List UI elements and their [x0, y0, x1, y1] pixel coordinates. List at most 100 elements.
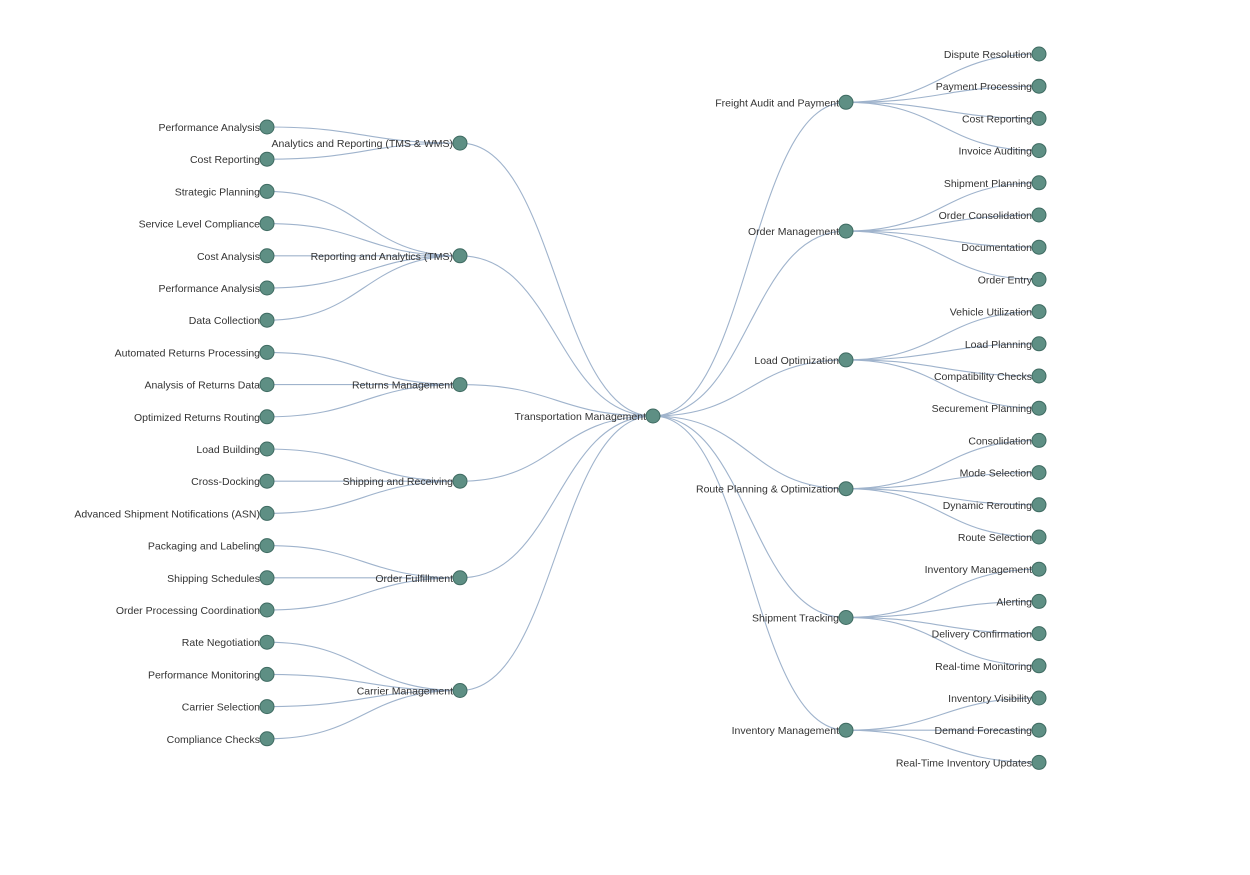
branch-node-freight-audit-and-payment-circle[interactable]	[838, 94, 854, 110]
branch-node-carrier-management-circle[interactable]	[452, 683, 468, 698]
leaf-node-strategic-planning[interactable]: Strategic Planning	[175, 183, 275, 199]
leaf-node-consolidation[interactable]: Consolidation	[968, 432, 1047, 448]
leaf-node-performance-monitoring-circle[interactable]	[259, 666, 275, 682]
branch-node-returns-management-circle[interactable]	[452, 377, 468, 393]
leaf-node-shipment-planning-circle[interactable]	[1031, 175, 1047, 191]
leaf-node-documentation-circle[interactable]	[1031, 239, 1047, 255]
leaf-node-data-collection-circle[interactable]	[259, 312, 275, 328]
leaf-node-rate-negotiation-circle[interactable]	[259, 634, 275, 650]
leaf-node-compliance-checks-circle[interactable]	[259, 731, 275, 747]
branch-node-route-planning-optimization[interactable]: Route Planning & Optimization	[696, 481, 854, 497]
leaf-node-real-time-monitoring-circle[interactable]	[1031, 658, 1047, 674]
leaf-node-analysis-of-returns-data-circle[interactable]	[259, 377, 275, 393]
leaf-node-delivery-confirmation[interactable]: Delivery Confirmation	[932, 626, 1047, 642]
root-node-circle[interactable]	[645, 408, 661, 424]
leaf-node-dispute-resolution[interactable]: Dispute Resolution	[944, 46, 1047, 62]
branch-node-shipment-tracking-circle[interactable]	[838, 610, 854, 625]
leaf-node-compatibility-checks[interactable]: Compatibility Checks	[934, 368, 1047, 384]
leaf-node-vehicle-utilization[interactable]: Vehicle Utilization	[950, 304, 1047, 320]
leaf-node-load-building-circle[interactable]	[259, 441, 275, 457]
leaf-node-invoice-auditing[interactable]: Invoice Auditing	[958, 143, 1047, 159]
leaf-node-service-level-compliance[interactable]: Service Level Compliance	[139, 216, 275, 232]
leaf-node-dynamic-rerouting[interactable]: Dynamic Rerouting	[943, 497, 1047, 513]
leaf-node-demand-forecasting[interactable]: Demand Forecasting	[935, 722, 1047, 738]
branch-node-inventory-management[interactable]: Inventory Management	[732, 722, 854, 738]
leaf-node-order-processing-coordination-circle[interactable]	[259, 602, 275, 618]
leaf-node-mode-selection-circle[interactable]	[1031, 465, 1047, 481]
leaf-node-documentation[interactable]: Documentation	[961, 239, 1047, 255]
branch-node-analytics-and-reporting-tms-wms-circle[interactable]	[452, 135, 468, 151]
leaf-node-route-selection-circle[interactable]	[1031, 529, 1047, 545]
leaf-node-performance-analysis-circle[interactable]	[259, 280, 275, 296]
leaf-node-shipping-schedules-circle[interactable]	[259, 570, 275, 586]
leaf-node-securement-planning[interactable]: Securement Planning	[932, 400, 1047, 416]
branch-node-reporting-and-analytics-tms[interactable]: Reporting and Analytics (TMS)	[311, 248, 468, 264]
branch-node-order-fulfillment[interactable]: Order Fulfillment	[375, 570, 468, 586]
leaf-node-payment-processing[interactable]: Payment Processing	[936, 78, 1047, 94]
leaf-node-inventory-visibility[interactable]: Inventory Visibility	[948, 690, 1047, 706]
branch-node-order-fulfillment-circle[interactable]	[452, 570, 468, 586]
leaf-node-performance-analysis-circle[interactable]	[259, 119, 275, 135]
leaf-node-dynamic-rerouting-circle[interactable]	[1031, 497, 1047, 513]
leaf-node-inventory-visibility-circle[interactable]	[1031, 690, 1047, 706]
branch-node-returns-management[interactable]: Returns Management	[352, 377, 468, 393]
leaf-node-compatibility-checks-circle[interactable]	[1031, 368, 1047, 384]
leaf-node-demand-forecasting-circle[interactable]	[1031, 722, 1047, 738]
leaf-node-order-consolidation[interactable]: Order Consolidation	[939, 207, 1047, 223]
leaf-node-advanced-shipment-notifications-asn[interactable]: Advanced Shipment Notifications (ASN)	[74, 505, 275, 521]
leaf-node-inventory-management[interactable]: Inventory Management	[925, 561, 1047, 577]
leaf-node-order-entry[interactable]: Order Entry	[978, 271, 1047, 287]
branch-node-inventory-management-circle[interactable]	[838, 722, 854, 738]
leaf-node-automated-returns-processing[interactable]: Automated Returns Processing	[115, 344, 275, 360]
leaf-node-carrier-selection[interactable]: Carrier Selection	[182, 699, 275, 715]
leaf-node-cross-docking[interactable]: Cross-Docking	[191, 473, 275, 489]
leaf-node-performance-analysis[interactable]: Performance Analysis	[158, 280, 275, 296]
leaf-node-alerting-circle[interactable]	[1031, 593, 1047, 609]
leaf-node-optimized-returns-routing[interactable]: Optimized Returns Routing	[134, 409, 275, 425]
leaf-node-route-selection[interactable]: Route Selection	[958, 529, 1047, 545]
branch-node-load-optimization-circle[interactable]	[838, 352, 854, 368]
leaf-node-cost-reporting-circle[interactable]	[259, 151, 275, 167]
branch-node-load-optimization[interactable]: Load Optimization	[754, 352, 854, 368]
leaf-node-real-time-inventory-updates-circle[interactable]	[1031, 754, 1047, 770]
branch-node-carrier-management[interactable]: Carrier Management	[357, 683, 468, 698]
branch-node-shipping-and-receiving[interactable]: Shipping and Receiving	[343, 473, 468, 489]
leaf-node-advanced-shipment-notifications-asn-circle[interactable]	[259, 505, 275, 521]
leaf-node-cost-reporting[interactable]: Cost Reporting	[962, 110, 1047, 126]
leaf-node-cost-analysis[interactable]: Cost Analysis	[197, 248, 275, 264]
leaf-node-strategic-planning-circle[interactable]	[259, 183, 275, 199]
branch-node-shipment-tracking[interactable]: Shipment Tracking	[752, 610, 854, 625]
branch-node-freight-audit-and-payment[interactable]: Freight Audit and Payment	[715, 94, 854, 110]
leaf-node-performance-analysis[interactable]: Performance Analysis	[158, 119, 275, 135]
leaf-node-shipping-schedules[interactable]: Shipping Schedules	[167, 570, 275, 586]
leaf-node-alerting[interactable]: Alerting	[996, 593, 1047, 609]
leaf-node-shipment-planning[interactable]: Shipment Planning	[944, 175, 1047, 191]
leaf-node-inventory-management-circle[interactable]	[1031, 561, 1047, 577]
leaf-node-data-collection[interactable]: Data Collection	[189, 312, 275, 328]
leaf-node-automated-returns-processing-circle[interactable]	[259, 344, 275, 360]
branch-node-reporting-and-analytics-tms-circle[interactable]	[452, 248, 468, 264]
branch-node-route-planning-optimization-circle[interactable]	[838, 481, 854, 497]
leaf-node-packaging-and-labeling-circle[interactable]	[259, 538, 275, 554]
leaf-node-performance-monitoring[interactable]: Performance Monitoring	[148, 666, 275, 682]
leaf-node-load-building[interactable]: Load Building	[196, 441, 275, 457]
leaf-node-cost-analysis-circle[interactable]	[259, 248, 275, 264]
leaf-node-load-planning-circle[interactable]	[1031, 336, 1047, 352]
leaf-node-cost-reporting-circle[interactable]	[1031, 110, 1047, 126]
leaf-node-mode-selection[interactable]: Mode Selection	[960, 465, 1047, 481]
leaf-node-compliance-checks[interactable]: Compliance Checks	[167, 731, 275, 747]
root-node[interactable]: Transportation Management	[514, 408, 661, 424]
leaf-node-rate-negotiation[interactable]: Rate Negotiation	[182, 634, 275, 650]
leaf-node-real-time-monitoring[interactable]: Real-time Monitoring	[935, 658, 1047, 674]
leaf-node-optimized-returns-routing-circle[interactable]	[259, 409, 275, 425]
leaf-node-service-level-compliance-circle[interactable]	[259, 216, 275, 232]
leaf-node-load-planning[interactable]: Load Planning	[965, 336, 1047, 352]
branch-node-order-management-circle[interactable]	[838, 223, 854, 239]
leaf-node-packaging-and-labeling[interactable]: Packaging and Labeling	[148, 538, 275, 554]
leaf-node-delivery-confirmation-circle[interactable]	[1031, 626, 1047, 642]
leaf-node-order-consolidation-circle[interactable]	[1031, 207, 1047, 223]
leaf-node-dispute-resolution-circle[interactable]	[1031, 46, 1047, 62]
leaf-node-order-entry-circle[interactable]	[1031, 271, 1047, 287]
leaf-node-payment-processing-circle[interactable]	[1031, 78, 1047, 94]
leaf-node-invoice-auditing-circle[interactable]	[1031, 143, 1047, 159]
